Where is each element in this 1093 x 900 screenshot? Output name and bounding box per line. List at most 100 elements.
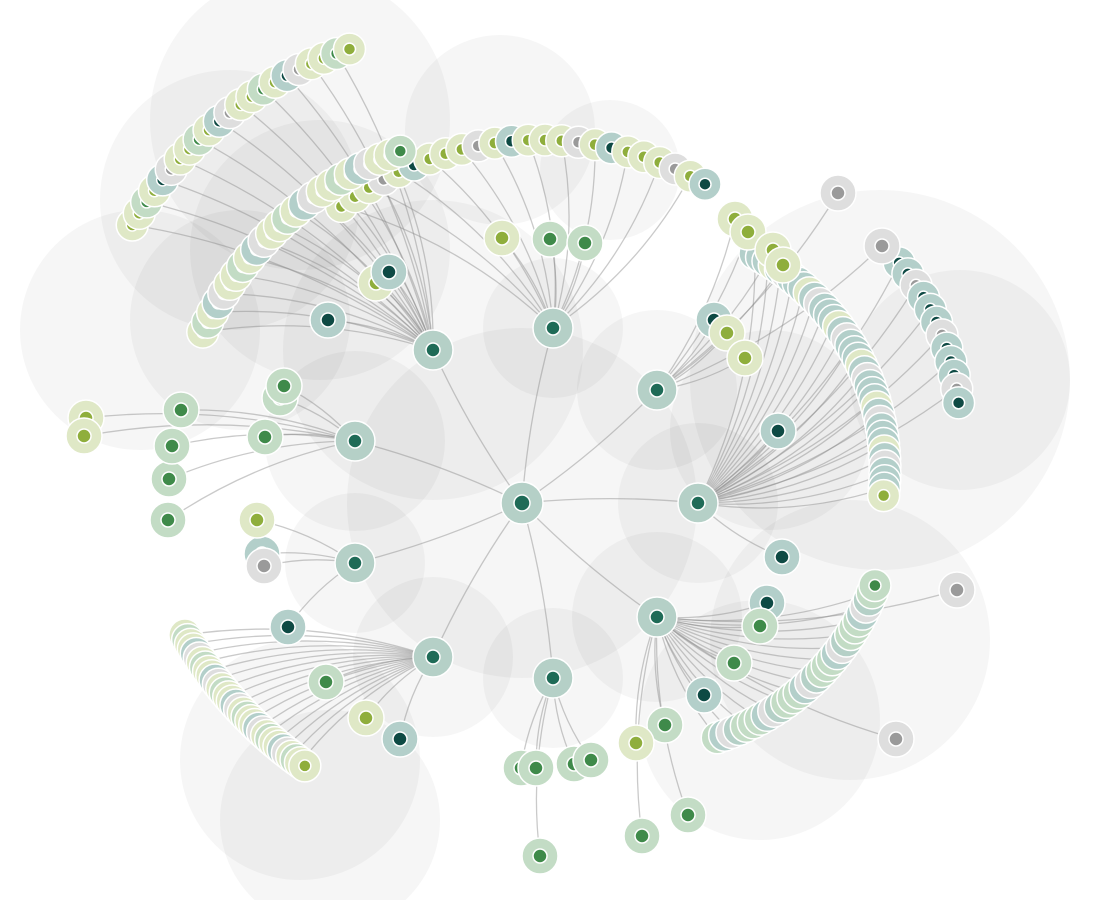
node-core xyxy=(257,429,273,445)
tree-node[interactable] xyxy=(347,699,385,737)
tree-edge xyxy=(310,63,434,351)
node-core xyxy=(256,558,272,574)
tree-node[interactable] xyxy=(150,460,188,498)
tree-node[interactable] xyxy=(332,32,367,66)
tree-node[interactable] xyxy=(623,817,661,855)
tree-node[interactable] xyxy=(307,663,345,701)
node-core xyxy=(318,674,334,690)
node-core xyxy=(649,609,665,625)
node-core xyxy=(577,235,593,251)
tree-edge xyxy=(697,399,876,504)
tree-edge xyxy=(368,187,554,329)
tree-node[interactable] xyxy=(531,220,569,258)
tree-node[interactable] xyxy=(65,417,103,455)
tree-edge xyxy=(697,253,756,504)
node-core xyxy=(532,848,548,864)
tree-node[interactable] xyxy=(370,253,408,291)
tree-node[interactable] xyxy=(238,501,276,539)
tree-edge xyxy=(697,388,958,504)
tree-node[interactable] xyxy=(764,246,802,284)
tree-node[interactable] xyxy=(532,657,574,699)
tree-node[interactable] xyxy=(334,542,376,584)
tree-node[interactable] xyxy=(532,307,574,349)
tree-node[interactable] xyxy=(685,676,723,714)
tree-edge xyxy=(656,616,842,650)
tree-node[interactable] xyxy=(269,608,307,646)
node-core xyxy=(249,512,265,528)
tree-node[interactable] xyxy=(677,482,719,524)
node-core xyxy=(358,710,374,726)
tree-edge xyxy=(697,361,952,504)
node-core xyxy=(513,494,531,512)
node-core xyxy=(770,423,786,439)
tree-node[interactable] xyxy=(763,538,801,576)
tree-node[interactable] xyxy=(877,720,915,758)
node-core xyxy=(876,488,891,503)
tree-node[interactable] xyxy=(759,412,797,450)
tree-node[interactable] xyxy=(688,167,722,201)
tree-edge xyxy=(214,652,434,681)
tree-node[interactable] xyxy=(162,391,200,429)
tree-edge xyxy=(697,385,871,504)
tree-node[interactable] xyxy=(246,418,284,456)
node-core xyxy=(528,760,544,776)
tree-node[interactable] xyxy=(381,720,419,758)
tree-node[interactable] xyxy=(617,724,655,762)
node-core xyxy=(649,382,665,398)
node-core xyxy=(160,512,176,528)
tree-node[interactable] xyxy=(383,134,418,168)
tree-node[interactable] xyxy=(636,596,678,638)
tree-edge xyxy=(697,457,886,504)
tree-edge xyxy=(552,175,691,329)
node-core xyxy=(690,495,706,511)
tree-edge xyxy=(146,201,434,351)
node-core xyxy=(628,735,644,751)
tree-node[interactable] xyxy=(265,367,303,405)
tree-node[interactable] xyxy=(715,644,753,682)
tree-node[interactable] xyxy=(309,301,347,339)
tree-edge xyxy=(198,138,434,351)
tree-node[interactable] xyxy=(646,706,684,744)
tree-edge xyxy=(697,269,782,504)
tree-node[interactable] xyxy=(572,741,610,779)
tree-node[interactable] xyxy=(863,227,901,265)
node-core xyxy=(342,42,357,56)
tree-node[interactable] xyxy=(517,749,555,787)
tree-node[interactable] xyxy=(866,478,901,513)
tree-node[interactable] xyxy=(245,547,283,585)
node-core xyxy=(392,731,408,747)
node-core xyxy=(698,177,712,191)
tree-node[interactable] xyxy=(412,329,454,371)
tree-node[interactable] xyxy=(483,219,521,257)
tree-node[interactable] xyxy=(153,427,191,465)
node-core xyxy=(868,578,882,593)
tree-edge xyxy=(266,656,434,737)
tree-node[interactable] xyxy=(938,571,976,609)
tree-node[interactable] xyxy=(334,420,376,462)
tree-node[interactable] xyxy=(941,386,976,420)
tree-node[interactable] xyxy=(669,796,707,834)
node-core xyxy=(347,433,363,449)
tree-node[interactable] xyxy=(636,369,678,411)
node-core xyxy=(775,257,791,273)
tree-node[interactable] xyxy=(521,837,559,875)
tree-edge xyxy=(85,412,356,442)
tree-node[interactable] xyxy=(858,568,892,603)
tree-node[interactable] xyxy=(566,224,604,262)
tree-edge xyxy=(697,487,885,509)
tree-edge xyxy=(202,645,434,664)
node-core xyxy=(949,582,965,598)
node-core xyxy=(583,752,599,768)
tree-node[interactable] xyxy=(726,339,764,377)
tree-node[interactable] xyxy=(500,481,544,525)
tree-node[interactable] xyxy=(819,174,857,212)
tree-edge xyxy=(656,616,897,740)
node-core xyxy=(888,731,904,747)
tree-node[interactable] xyxy=(149,501,187,539)
tree-node[interactable] xyxy=(412,636,454,678)
tree-node[interactable] xyxy=(288,749,322,783)
tree-edge xyxy=(167,440,356,521)
tree-edge xyxy=(697,428,882,504)
tree-edge xyxy=(697,262,900,504)
tree-node[interactable] xyxy=(741,607,779,645)
